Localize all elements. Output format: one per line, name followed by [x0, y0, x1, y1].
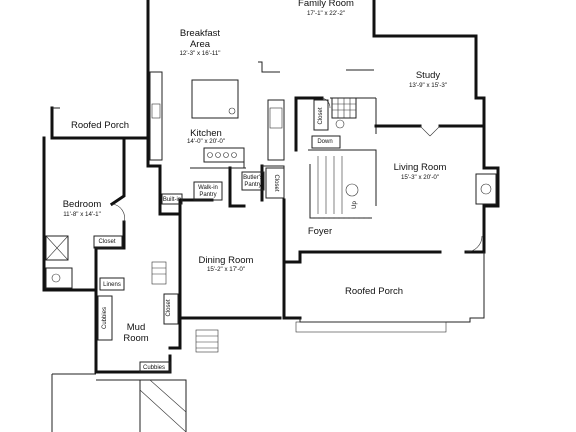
roofed-porch-bottom-label: Roofed Porch	[345, 286, 403, 297]
butlers-pantry-label-1: Butler's	[243, 175, 263, 181]
bedroom-label: Bedroom	[63, 199, 102, 210]
mud-room-label-line1: Mud	[127, 322, 145, 333]
closet-dining-label: Closet	[166, 299, 172, 316]
butlers-pantry-label-2: Pantry	[244, 182, 261, 188]
closet-boxes	[93, 99, 341, 373]
cubbies-horizontal-label: Cubbies	[143, 365, 165, 371]
closet-bedroom-label: Closet	[98, 239, 115, 245]
study-label: Study	[416, 70, 441, 81]
foyer-label: Foyer	[308, 226, 332, 237]
breakfast-label-line1: Breakfast	[180, 28, 220, 39]
kitchen-dims: 14'-0" x 20'-0"	[187, 138, 225, 145]
built-in-label: Built-in	[163, 197, 181, 203]
kitchen-label: Kitchen	[190, 128, 222, 139]
dining-room-label: Dining Room	[199, 255, 254, 266]
living-room-label: Living Room	[394, 162, 447, 173]
walls	[42, 0, 500, 432]
mud-room-label-line2: Room	[123, 333, 148, 344]
roofed-porch-top-label: Roofed Porch	[71, 120, 129, 131]
cubbies-vertical-label: Cubbies	[102, 307, 108, 329]
closet-study-label: Closet	[318, 107, 324, 124]
family-room-dims: 17'-1" x 22'-2"	[307, 10, 345, 17]
living-room-dims: 15'-3" x 20'-0"	[401, 174, 439, 181]
linens-label: Linens	[103, 282, 121, 288]
room-labels: Family Room 17'-1" x 22'-2" Breakfast Ar…	[63, 0, 447, 344]
walk-in-pantry-label-2: Pantry	[199, 192, 216, 198]
breakfast-dims: 12'-3" x 16'-11"	[179, 50, 220, 57]
down-label: Down	[317, 139, 332, 145]
study-dims: 13'-9" x 15'-3"	[409, 82, 447, 89]
family-room-label: Family Room	[298, 0, 354, 9]
up-label: Up	[352, 201, 358, 209]
fixtures	[45, 71, 497, 353]
breakfast-label-line2: Area	[190, 39, 211, 50]
dining-room-dims: 15'-2" x 17'-0"	[207, 266, 245, 273]
bedroom-dims: 11'-8" x 14'-1"	[63, 211, 101, 218]
closet-kitchen-label: Closet	[273, 174, 279, 191]
walk-in-pantry-label-1: Walk-in	[198, 185, 218, 191]
small-labels: Walk-in Pantry Butler's Pantry Closet Bu…	[98, 107, 358, 371]
